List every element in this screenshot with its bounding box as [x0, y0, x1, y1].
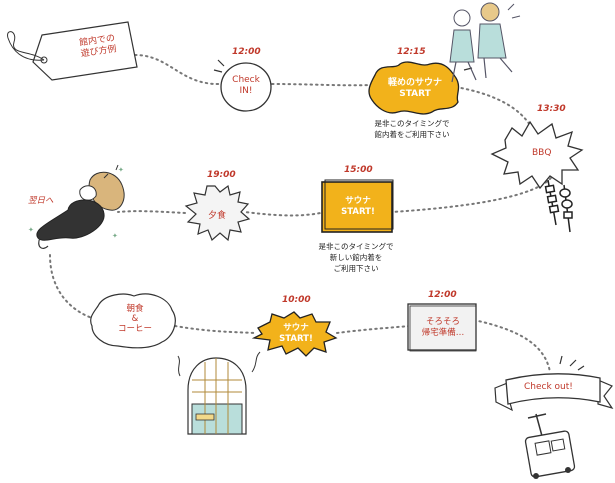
light-sauna-time: 12:15 [397, 47, 426, 57]
sauna-note-line-1: 是非このタイミングで [318, 242, 394, 251]
morning-sauna-badge [251, 311, 338, 357]
dinner-label: 夕食 [208, 211, 227, 221]
check-in-line-1: Check [232, 75, 260, 85]
bbq-badge [490, 120, 584, 190]
breakfast-line-3: コーヒー [117, 324, 152, 334]
light-sauna-note-line-2: 館内着をご利用下さい [374, 130, 450, 139]
sauna-line-2: START! [341, 207, 375, 217]
prepare-label: そろそろ 帰宅準備… [410, 317, 476, 339]
bbq-label: BBQ [532, 148, 552, 158]
next-day-label: 翌日へ [28, 196, 54, 206]
light-sauna-note: 是非このタイミングで 館内着をご利用下さい [360, 118, 464, 140]
dinner-badge [184, 184, 251, 242]
breakfast-badge [90, 293, 176, 349]
suitcase-illustration [524, 413, 576, 479]
breakfast-label: 朝食 & コーヒー [104, 304, 166, 334]
sleeping-person-illustration: ✦ ✦ ✦ [28, 164, 125, 250]
check-out-label: Check out! [524, 382, 573, 392]
sauna-label: サウナ START! [326, 196, 390, 218]
prepare-time: 12:00 [428, 290, 457, 300]
morning-sauna-label: サウナ START! [268, 323, 324, 345]
check-out-ribbon [494, 355, 614, 412]
sauna-line-1: サウナ [345, 196, 371, 206]
sauna-room-illustration [177, 351, 261, 435]
svg-text:✦: ✦ [118, 166, 124, 174]
dinner-time: 19:00 [207, 170, 236, 180]
check-in-time: 12:00 [232, 47, 261, 57]
prepare-to-leave-box [407, 303, 477, 352]
prepare-line-2: 帰宅準備… [421, 328, 465, 338]
light-sauna-note-line-1: 是非このタイミングで [374, 119, 450, 128]
sauna-note: 是非このタイミングで 新しい館内着を ご利用下さい [306, 241, 406, 274]
guide-tag [7, 21, 138, 81]
dotted-route [49, 54, 556, 373]
relaxing-people-illustration [449, 2, 521, 83]
sauna-time: 15:00 [344, 165, 373, 175]
check-in-badge [213, 59, 272, 112]
bbq-time: 13:30 [537, 104, 566, 114]
light-sauna-line-2: START [399, 89, 431, 99]
prepare-line-1: そろそろ [425, 317, 460, 327]
skewers-illustration [544, 179, 573, 233]
morning-sauna-line-2: START! [279, 334, 313, 344]
sauna-start-box [321, 179, 394, 233]
morning-sauna-time: 10:00 [282, 295, 311, 305]
breakfast-line-1: 朝食 [126, 304, 144, 314]
svg-text:✦: ✦ [112, 232, 118, 240]
light-sauna-line-1: 軽めのサウナ [387, 78, 442, 88]
sauna-note-line-2: 新しい館内着を [329, 253, 383, 262]
light-sauna-label: 軽めのサウナ START [376, 78, 454, 100]
svg-text:✦: ✦ [28, 226, 34, 234]
sauna-note-line-3: ご利用下さい [333, 264, 379, 273]
check-in-line-2: IN! [239, 86, 253, 96]
check-in-label: Check IN! [226, 75, 266, 97]
breakfast-line-2: & [131, 314, 139, 324]
morning-sauna-line-1: サウナ [283, 323, 309, 333]
